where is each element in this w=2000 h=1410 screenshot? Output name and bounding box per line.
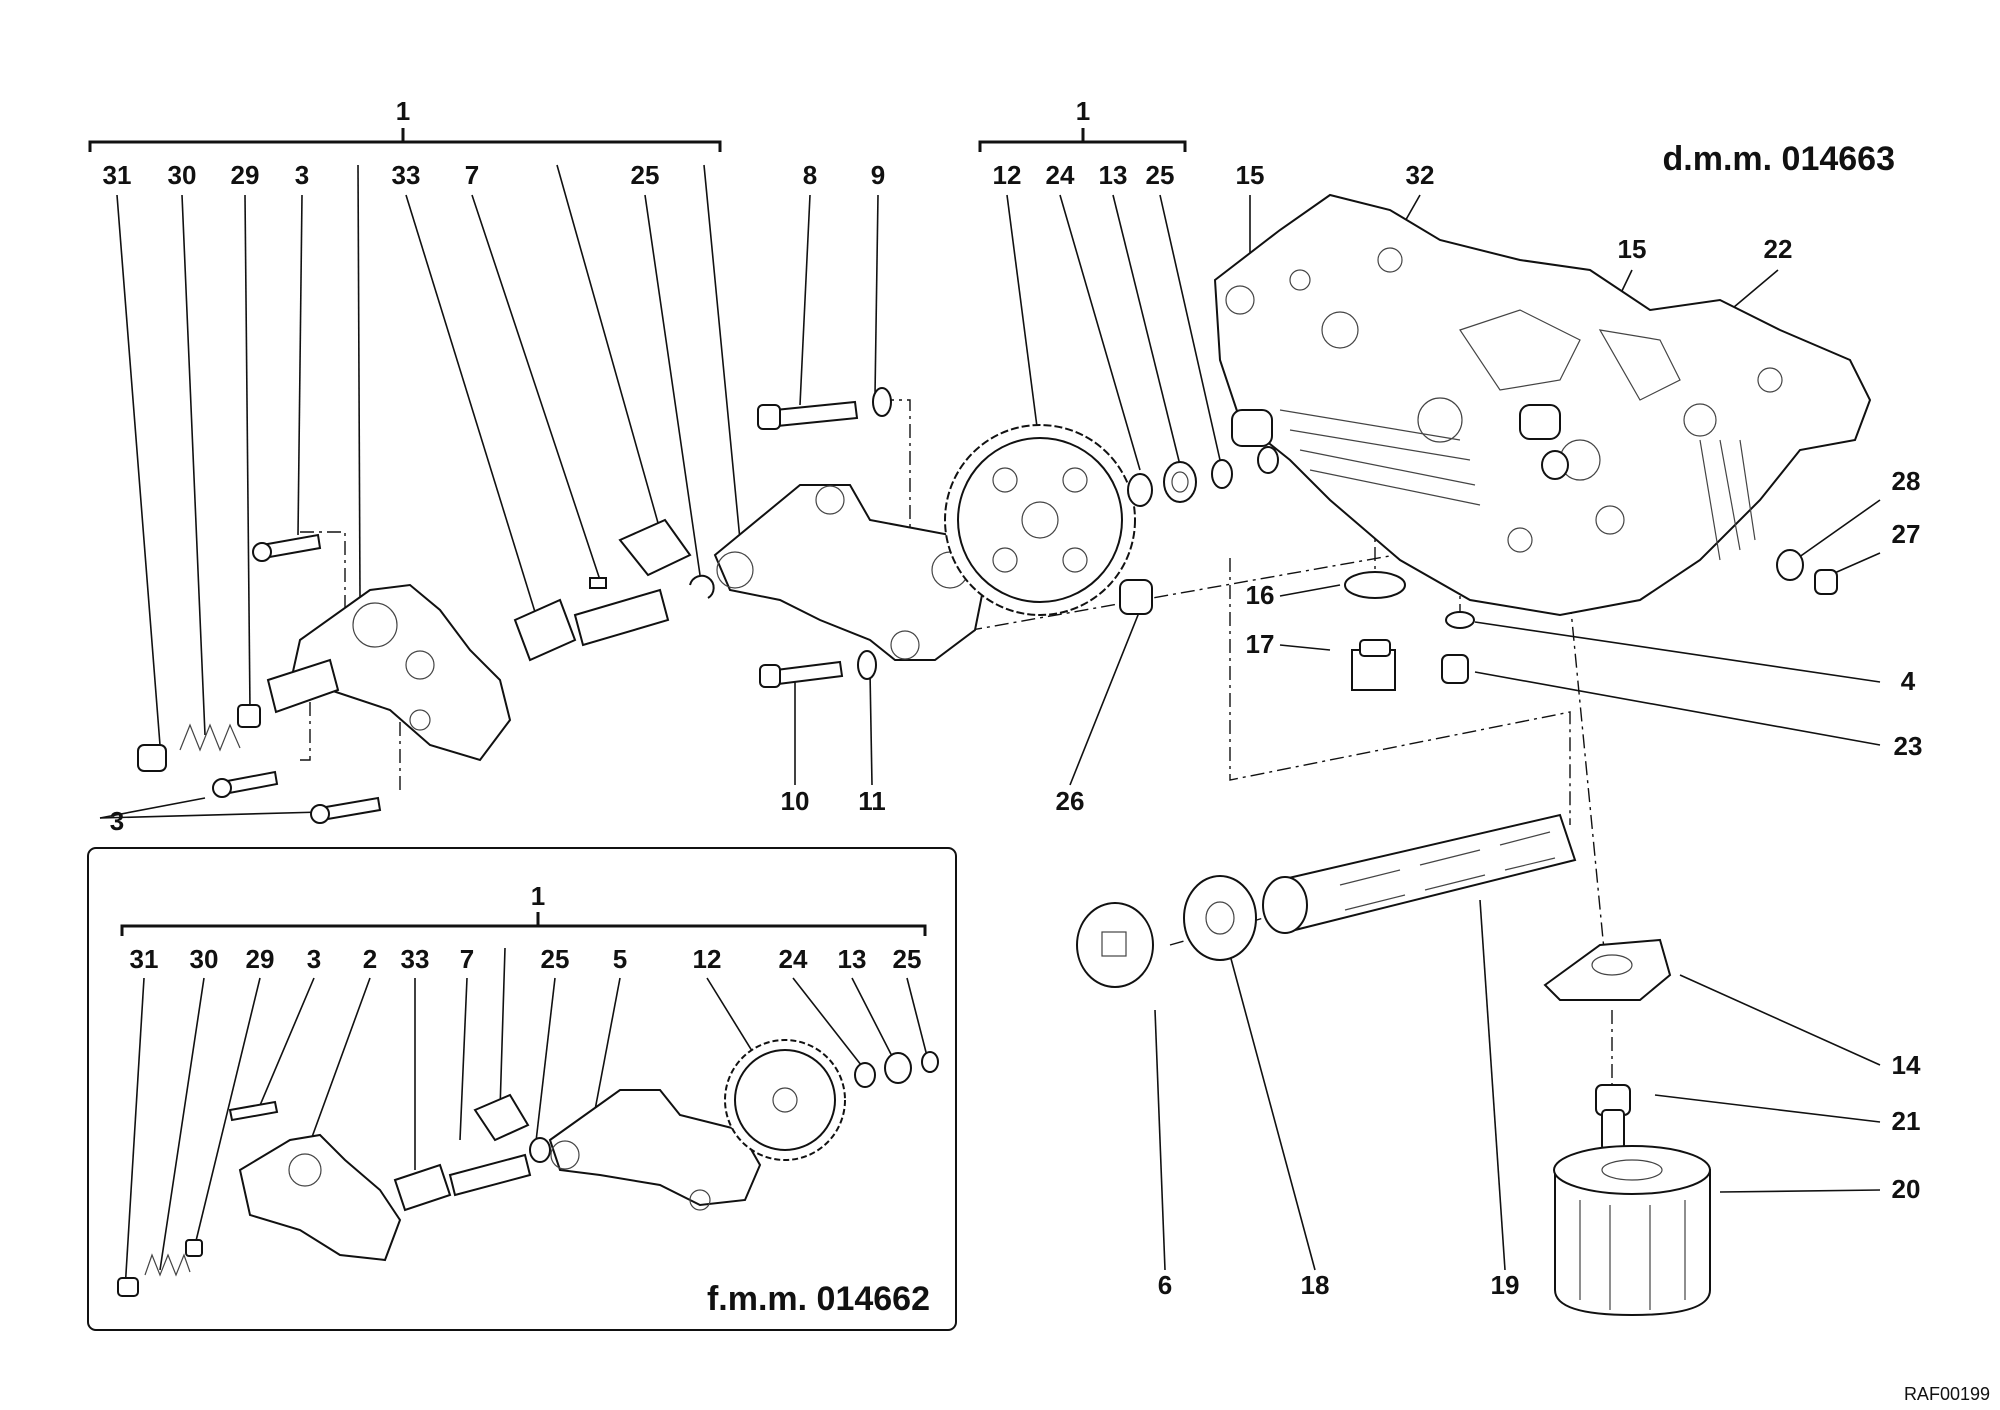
inset-group-label: 1 bbox=[531, 881, 545, 911]
oil-pump-body bbox=[266, 583, 512, 762]
label-31: 31 bbox=[103, 160, 132, 190]
inset-label-2: 2 bbox=[363, 944, 377, 974]
label-28: 28 bbox=[1892, 466, 1921, 496]
label-20: 20 bbox=[1892, 1174, 1921, 1204]
label-15a: 15 bbox=[1236, 160, 1265, 190]
label-21: 21 bbox=[1892, 1106, 1921, 1136]
plug-28-27 bbox=[1776, 549, 1838, 595]
label-24: 24 bbox=[1046, 160, 1075, 190]
drive-gear-12 bbox=[944, 424, 1136, 616]
pump-shaft-and-gear bbox=[513, 518, 715, 662]
label-13: 13 bbox=[1099, 160, 1128, 190]
drawing-code: RAF00199 bbox=[1904, 1384, 1990, 1404]
washer-18 bbox=[1183, 875, 1257, 961]
spring-and-valve bbox=[137, 704, 261, 772]
label-9: 9 bbox=[871, 160, 885, 190]
label-25: 25 bbox=[631, 160, 660, 190]
label-27: 27 bbox=[1892, 519, 1921, 549]
oil-filter-20 bbox=[1553, 1145, 1711, 1317]
inset-label-29: 29 bbox=[246, 944, 275, 974]
group-label-left: 1 bbox=[396, 96, 410, 126]
label-25-mid: 25 bbox=[1146, 160, 1175, 190]
label-17: 17 bbox=[1246, 629, 1275, 659]
label-6: 6 bbox=[1158, 1270, 1172, 1300]
label-26: 26 bbox=[1056, 786, 1085, 816]
label-4: 4 bbox=[1901, 666, 1916, 696]
label-33: 33 bbox=[392, 160, 421, 190]
inset-label-5: 5 bbox=[613, 944, 627, 974]
label-30: 30 bbox=[168, 160, 197, 190]
label-10: 10 bbox=[781, 786, 810, 816]
pump-screws-left bbox=[212, 533, 382, 824]
plug-4-23 bbox=[1441, 611, 1475, 684]
top-labels-middle: 12 24 13 25 bbox=[993, 160, 1175, 190]
oil-cooler-plate-14 bbox=[1543, 938, 1672, 1001]
label-15b: 15 bbox=[1618, 234, 1647, 264]
inset-variant-box: 1 31 30 29 3 2 33 7 25 5 12 24 13 25 bbox=[87, 847, 957, 1331]
inset-label-7: 7 bbox=[460, 944, 474, 974]
bushing-26 bbox=[1119, 579, 1153, 615]
label-8: 8 bbox=[803, 160, 817, 190]
label-29: 29 bbox=[231, 160, 260, 190]
label-3-bottom: 3 bbox=[110, 806, 124, 836]
group-bracket-middle: 1 bbox=[978, 96, 1187, 152]
label-12: 12 bbox=[993, 160, 1022, 190]
drain-plug-6 bbox=[1076, 902, 1154, 988]
inset-label-31: 31 bbox=[130, 944, 159, 974]
leader-lines-top bbox=[99, 164, 1881, 1271]
inset-label-30: 30 bbox=[190, 944, 219, 974]
labels-right: 15 32 15 22 28 27 16 17 4 23 26 14 21 20… bbox=[1056, 160, 1923, 1300]
engine-code-dmm: d.m.m. 014663 bbox=[1663, 140, 1895, 178]
label-14: 14 bbox=[1892, 1050, 1921, 1080]
label-7: 7 bbox=[465, 160, 479, 190]
plug-16-17 bbox=[1344, 571, 1406, 691]
group-label-middle: 1 bbox=[1076, 96, 1090, 126]
label-18: 18 bbox=[1301, 1270, 1330, 1300]
label-19: 19 bbox=[1491, 1270, 1520, 1300]
inset-label-3: 3 bbox=[307, 944, 321, 974]
washers-24-13-25 bbox=[1127, 446, 1279, 507]
inset-label-12: 12 bbox=[693, 944, 722, 974]
group-bracket-left: 1 bbox=[88, 96, 722, 152]
label-32: 32 bbox=[1406, 160, 1435, 190]
inset-label-25: 25 bbox=[541, 944, 570, 974]
inset-label-25b: 25 bbox=[893, 944, 922, 974]
pump-cover bbox=[713, 484, 987, 661]
inset-label-33: 33 bbox=[401, 944, 430, 974]
label-23: 23 bbox=[1894, 731, 1923, 761]
inset-label-24: 24 bbox=[779, 944, 808, 974]
inset-label-13: 13 bbox=[838, 944, 867, 974]
bushings-15 bbox=[1231, 404, 1569, 480]
bolts-8-10 bbox=[757, 387, 892, 688]
label-22: 22 bbox=[1764, 234, 1793, 264]
oil-strainer-19 bbox=[1262, 813, 1577, 934]
engine-code-fmm: f.m.m. 014662 bbox=[707, 1280, 930, 1318]
nipple-21 bbox=[1595, 1084, 1631, 1151]
label-11: 11 bbox=[858, 786, 886, 816]
label-3: 3 bbox=[295, 160, 309, 190]
label-16: 16 bbox=[1246, 580, 1275, 610]
